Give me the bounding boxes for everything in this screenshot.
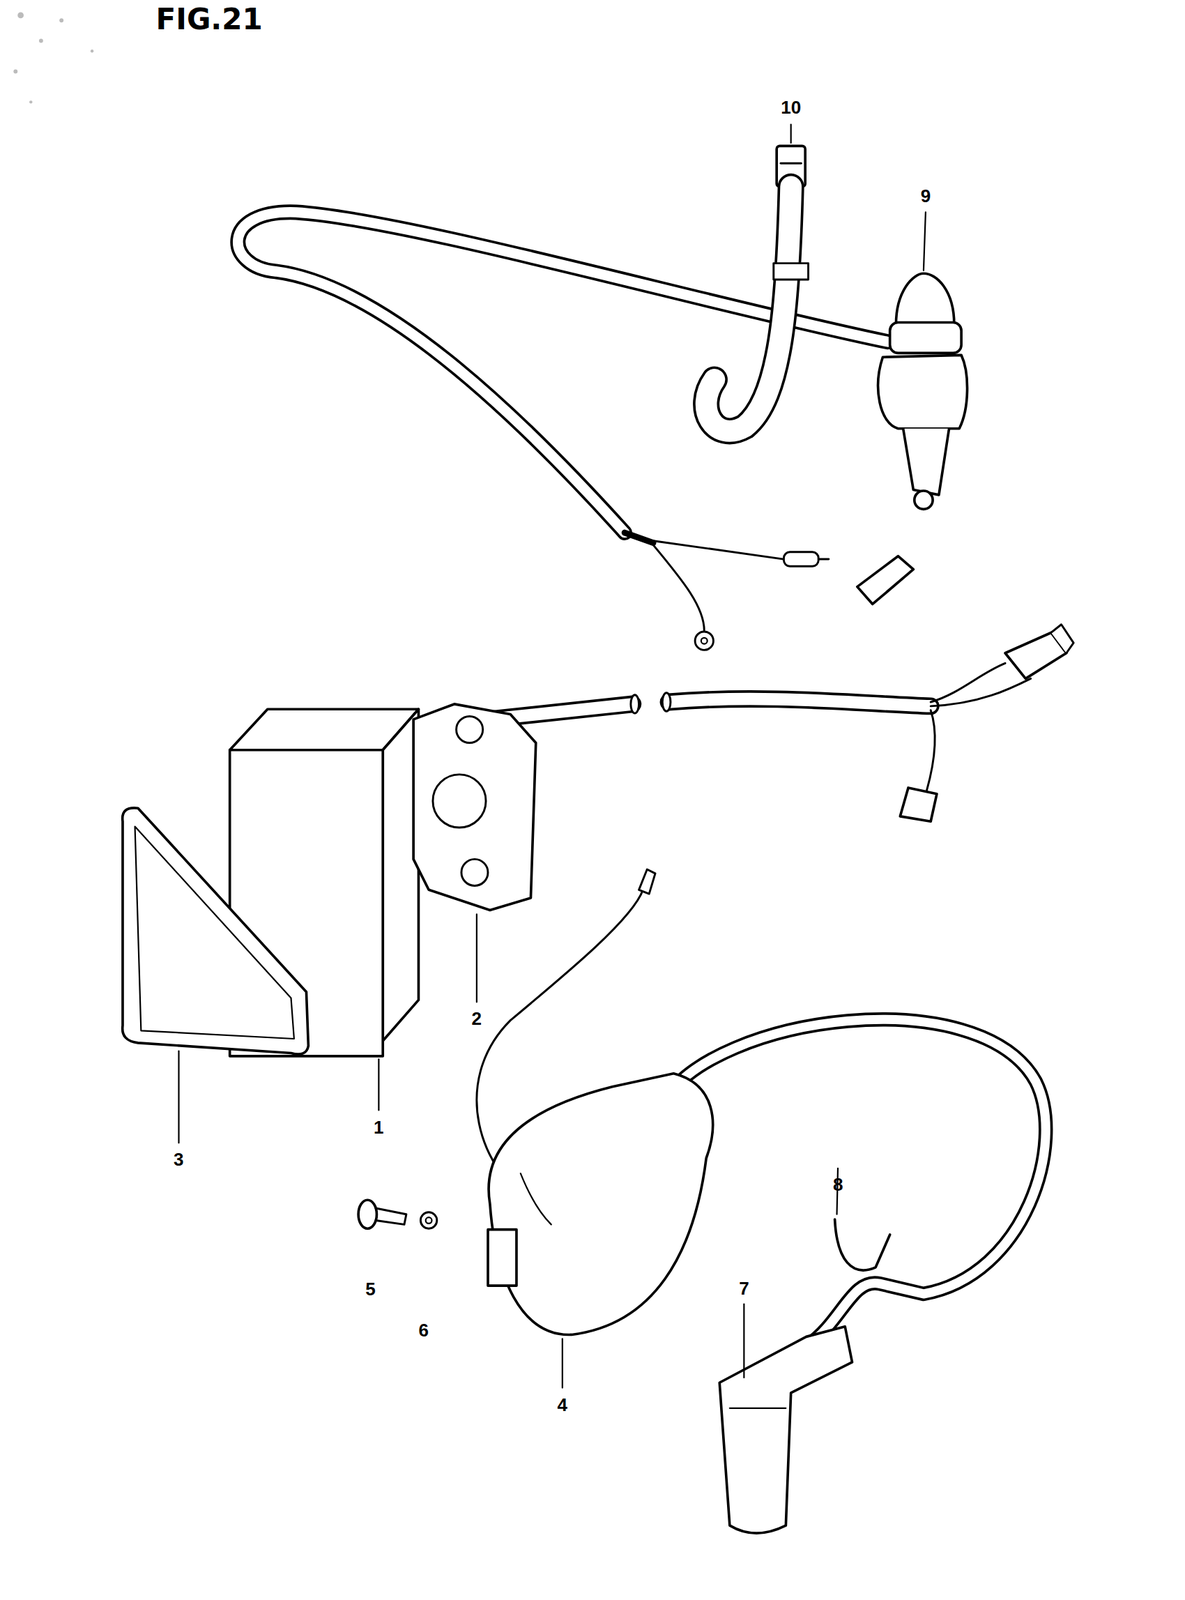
cable-sheath xyxy=(624,532,654,544)
bullet-connector xyxy=(783,552,829,567)
figure-title: FIG.21 xyxy=(156,4,263,35)
callout-number: 6 xyxy=(418,1320,428,1340)
wire xyxy=(930,678,1031,707)
terminal xyxy=(639,869,656,894)
callout-number: 4 xyxy=(557,1395,568,1414)
wire xyxy=(653,540,784,560)
gasket xyxy=(413,704,537,911)
callout-number: 10 xyxy=(780,98,801,117)
strap xyxy=(706,145,808,431)
clip xyxy=(835,1219,891,1271)
stop-switch xyxy=(878,273,968,509)
leader-lines xyxy=(178,124,925,1388)
bolt xyxy=(358,1199,407,1229)
callout-number: 9 xyxy=(920,186,931,205)
wire xyxy=(653,545,705,631)
wire xyxy=(930,662,1006,702)
plug-cap xyxy=(719,1326,852,1533)
callout-number: 5 xyxy=(365,1279,376,1298)
scan-speckle xyxy=(13,12,94,104)
right-connectors xyxy=(857,556,1074,822)
ring-terminal-hole xyxy=(701,637,708,645)
ht-lead xyxy=(663,1019,1046,1345)
callout-number: 1 xyxy=(373,1118,384,1137)
callout-number: 7 xyxy=(738,1279,749,1298)
callout-number: 2 xyxy=(471,1009,482,1028)
wire xyxy=(926,710,935,792)
callout-number: 8 xyxy=(832,1175,843,1194)
callout-number: 3 xyxy=(173,1150,184,1169)
bracket xyxy=(122,807,309,1054)
ignition-coil xyxy=(487,1073,714,1335)
washer xyxy=(420,1212,437,1229)
ring-terminal xyxy=(694,631,714,650)
